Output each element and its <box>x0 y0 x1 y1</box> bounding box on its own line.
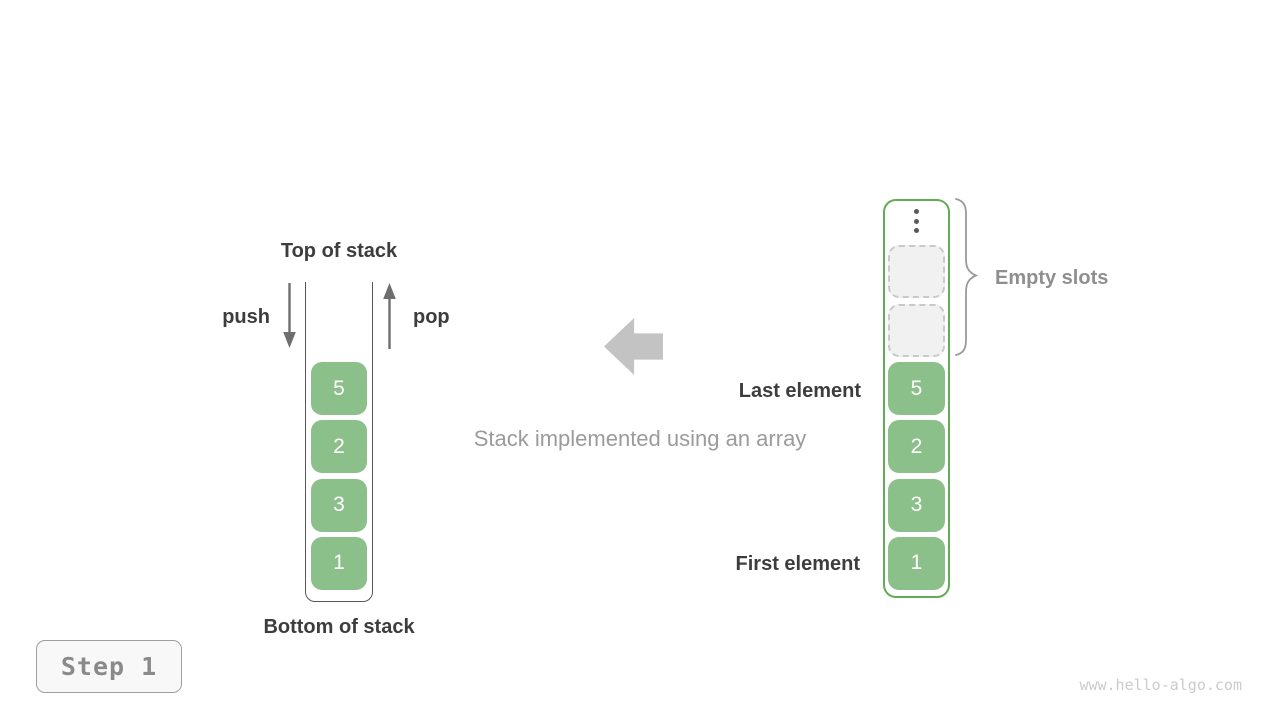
empty-slots-label: Empty slots <box>995 267 1109 289</box>
stack-cell: 5 <box>311 362 367 415</box>
figure-caption: Stack implemented using an array <box>473 426 807 451</box>
array-cell: 5 <box>888 362 945 415</box>
push-label: push <box>222 306 270 328</box>
stack-container <box>305 282 373 602</box>
stack-cell: 1 <box>311 536 367 590</box>
stack-cell: 2 <box>311 420 367 474</box>
left-block-arrow-icon <box>604 318 663 375</box>
pop-up-arrow-icon <box>381 283 398 355</box>
step-badge: Step 1 <box>36 640 182 693</box>
stack-cell: 3 <box>311 478 367 532</box>
top-of-stack-label: Top of stack <box>280 240 398 262</box>
empty-slot <box>888 303 945 357</box>
last-element-label: Last element <box>738 380 861 402</box>
push-down-arrow-icon <box>281 282 298 354</box>
pop-label: pop <box>413 306 450 328</box>
watermark: www.hello-algo.com <box>1079 676 1242 694</box>
first-element-label: First element <box>735 553 860 575</box>
bottom-of-stack-label: Bottom of stack <box>263 616 415 638</box>
array-cell: 2 <box>888 420 945 474</box>
ellipsis-icon <box>883 209 950 233</box>
empty-slot <box>888 245 945 298</box>
curly-brace-icon <box>953 196 979 363</box>
array-cell: 1 <box>888 536 945 590</box>
array-cell: 3 <box>888 478 945 532</box>
